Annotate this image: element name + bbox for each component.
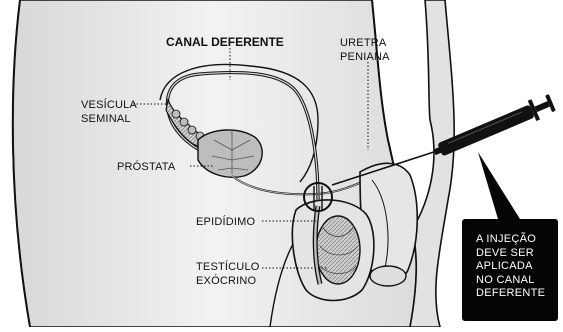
label-testiculo-line2: EXÓCRINO xyxy=(196,274,257,287)
label-prostata: PRÓSTATA xyxy=(117,160,176,173)
callout-pointer xyxy=(478,152,520,219)
label-testiculo-line1: TESTÍCULO xyxy=(196,260,260,273)
callout-line: DEFERENTE xyxy=(476,287,552,301)
injection-callout: A INJEÇÃO DEVE SER APLICADA NO CANAL DEF… xyxy=(462,219,558,321)
label-vesicula-line2: SEMINAL xyxy=(81,113,131,125)
label-uretra-line2: PENIANA xyxy=(340,51,390,63)
prostate xyxy=(198,130,262,177)
label-epididimo: EPIDÍDIMO xyxy=(196,215,255,228)
callout-line: APLICADA xyxy=(476,260,552,274)
label-uretra-line1: URETRA xyxy=(340,37,387,49)
callout-line: NO CANAL xyxy=(476,274,552,288)
label-canal-deferente: CANAL DEFERENTE xyxy=(166,35,284,49)
callout-line: A INJEÇÃO xyxy=(476,233,552,247)
callout-line: DEVE SER xyxy=(476,247,552,261)
testicle xyxy=(316,216,360,284)
label-vesicula-line1: VESÍCULA xyxy=(81,98,137,111)
